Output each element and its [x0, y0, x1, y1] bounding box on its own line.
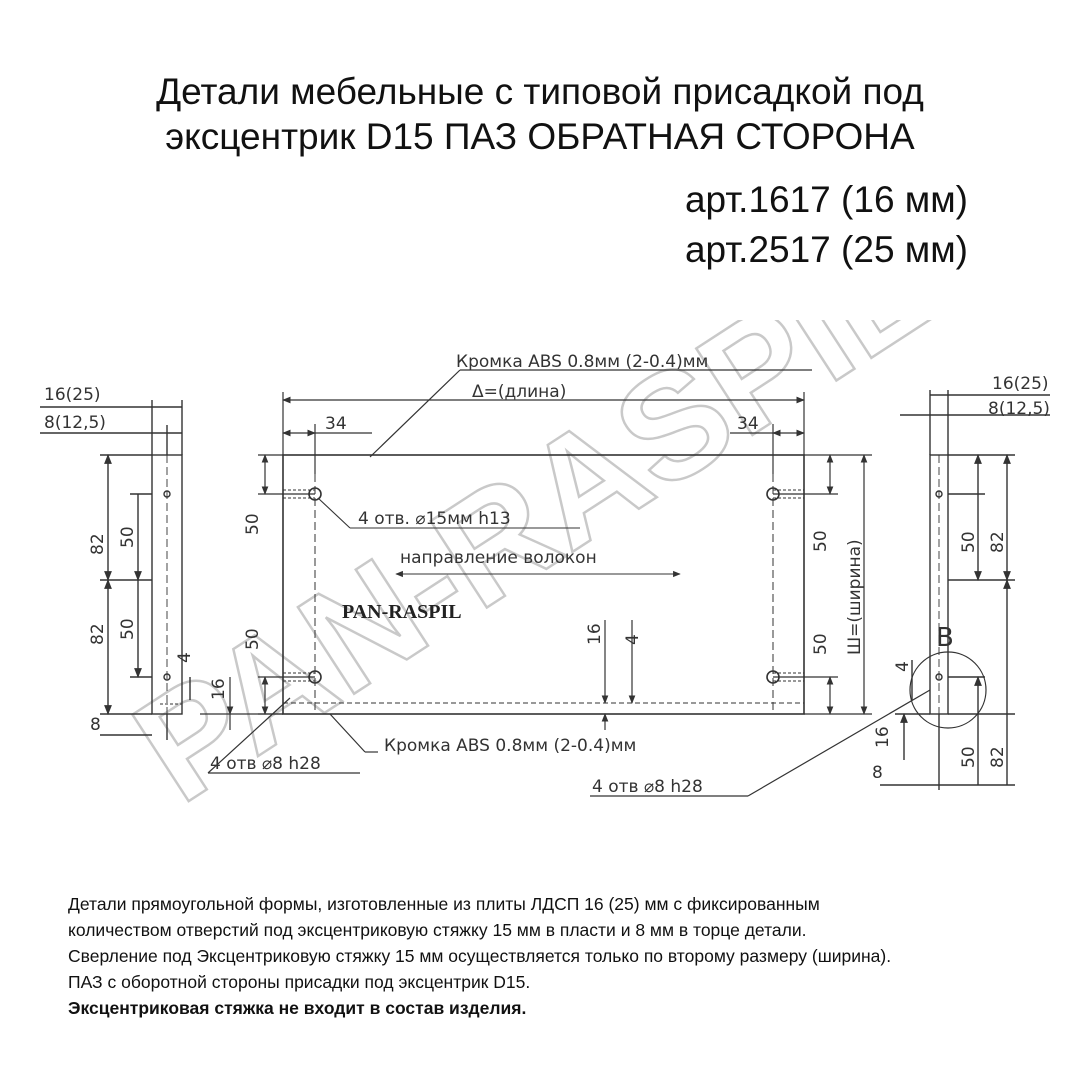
right-side-view — [880, 390, 1050, 790]
right-dim-82-bottom: 82 — [988, 746, 1008, 768]
right-dim-50-bottom: 50 — [959, 746, 979, 768]
left-bottom-dimensions — [200, 677, 283, 730]
right-dim-50-top: 50 — [959, 531, 979, 553]
dim-34-right: 34 — [737, 414, 759, 434]
title-line-2: эксцентрик D15 ПАЗ ОБРАТНАЯ СТОРОНА — [165, 116, 915, 157]
right-dim-82-top: 82 — [988, 531, 1008, 553]
description-line: количеством отверстий под эксцентриковую… — [68, 920, 807, 940]
article-1617: арт.1617 (16 мм) — [684, 179, 968, 220]
center-dimensions — [601, 620, 636, 730]
left-dim-50-top: 50 — [118, 526, 138, 548]
dim-50-top-left: 50 — [243, 513, 263, 535]
left-dim-82-top: 82 — [88, 533, 108, 555]
description-line: Сверление под Эксцентриковую стяжку 15 м… — [68, 946, 892, 966]
right-thk-top: 16(25) — [992, 374, 1049, 394]
main-panel — [282, 454, 805, 715]
detail-circle-b — [909, 651, 987, 729]
left-dim-8: 8 — [90, 715, 101, 735]
left-dim-4: 4 — [175, 652, 195, 663]
dim-50-top-right: 50 — [811, 530, 831, 552]
dim-4-center: 4 — [623, 634, 643, 645]
article-2517: арт.2517 (25 мм) — [684, 229, 968, 270]
holes-8-left-label: 4 отв ⌀8 h28 — [210, 754, 321, 774]
brand-label: PAN-RASPIL — [342, 601, 462, 623]
length-label: Δ=(длина) — [472, 382, 566, 402]
right-dim-8: 8 — [872, 763, 883, 783]
description-note: Эксцентриковая стяжка не входит в состав… — [68, 998, 527, 1018]
description-line: Детали прямоугольной формы, изготовленны… — [68, 894, 820, 914]
left-side-view — [40, 400, 191, 740]
width-label: Ш=(ширина) — [845, 539, 865, 655]
right-dim-16: 16 — [873, 726, 893, 748]
right-dimensions — [773, 454, 872, 715]
holes-8-right-label: 4 отв ⌀8 h28 — [592, 777, 703, 797]
detail-letter-b: B — [936, 623, 954, 653]
description: Детали прямоугольной формы, изготовленны… — [68, 891, 1048, 1021]
left-dim-82-bottom: 82 — [88, 623, 108, 645]
dim-50-bottom-left: 50 — [243, 628, 263, 650]
edge-top-label: Кромка ABS 0.8мм (2-0.4)мм — [456, 352, 708, 372]
inner-leaders — [317, 497, 681, 578]
technical-drawing: PAN-RASPIL Кромка ABS 0.8мм (2-0.4)мм — [40, 320, 1050, 820]
description-line: ПАЗ с оборотной стороны присадки под экс… — [68, 972, 531, 992]
dim-16-left: 16 — [209, 678, 229, 700]
dim-34-left: 34 — [325, 414, 347, 434]
right-thk-bottom: 8(12,5) — [988, 399, 1050, 419]
bottom-leaders — [207, 689, 931, 797]
edge-bottom-label: Кромка ABS 0.8мм (2-0.4)мм — [384, 736, 636, 756]
grain-label: направление волокон — [400, 548, 597, 568]
top-dimensions — [282, 369, 812, 474]
right-dim-4: 4 — [893, 661, 913, 672]
panel-outline — [282, 454, 805, 715]
title-line-1: Детали мебельные с типовой присадкой под — [156, 71, 924, 112]
left-thk-top: 16(25) — [44, 385, 101, 405]
dim-50-bottom-right: 50 — [811, 633, 831, 655]
left-dim-50-bottom: 50 — [118, 618, 138, 640]
left-thk-bottom: 8(12,5) — [44, 413, 106, 433]
dim-16-center: 16 — [585, 623, 605, 645]
holes-15-label: 4 отв. ⌀15мм h13 — [358, 509, 511, 529]
